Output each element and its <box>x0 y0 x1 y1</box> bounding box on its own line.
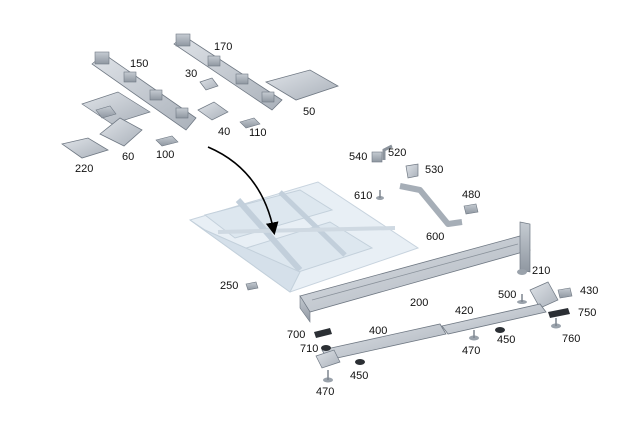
label-530: 530 <box>425 164 444 176</box>
part-470-bolt-left <box>323 370 333 383</box>
part-700-pad <box>314 328 332 338</box>
part-470-bolt-right <box>469 330 479 341</box>
label-710: 710 <box>300 343 319 355</box>
part-110-plate <box>239 117 261 129</box>
part-610-bolt <box>376 190 384 200</box>
label-430: 430 <box>580 285 599 297</box>
part-170-rail <box>173 33 283 111</box>
part-430-bracket <box>529 281 559 309</box>
label-760: 760 <box>562 333 581 345</box>
label-100: 100 <box>156 149 175 161</box>
label-500: 500 <box>498 289 517 301</box>
assembly-arrow <box>207 146 279 236</box>
part-400-end-bracket <box>315 349 341 369</box>
label-420: 420 <box>455 305 474 317</box>
part-710-grommet <box>321 345 331 351</box>
part-760-bolt <box>551 318 561 329</box>
label-450-left: 450 <box>350 370 369 382</box>
label-750: 750 <box>578 307 597 319</box>
label-540: 540 <box>349 151 368 163</box>
label-50: 50 <box>303 106 316 118</box>
part-150-rail <box>91 51 197 131</box>
part-430-clip <box>557 287 573 299</box>
part-450-grommet-right <box>495 327 505 333</box>
part-540-bracket <box>371 151 383 163</box>
label-60: 60 <box>122 151 135 163</box>
part-200-rail <box>299 221 531 323</box>
label-400: 400 <box>369 325 388 337</box>
label-450-right: 450 <box>497 334 516 346</box>
label-200: 200 <box>410 297 429 309</box>
part-100-plate <box>155 135 179 147</box>
label-470-right: 470 <box>462 345 481 357</box>
label-520: 520 <box>388 147 407 159</box>
part-420-rail <box>441 303 547 335</box>
label-30: 30 <box>185 68 198 80</box>
part-750-pad <box>548 308 570 318</box>
part-220-panel <box>61 137 109 159</box>
part-40-bracket <box>197 101 229 121</box>
part-60-panel <box>99 117 143 147</box>
label-210: 210 <box>532 265 551 277</box>
label-40: 40 <box>218 126 231 138</box>
floor-assembly <box>188 181 420 293</box>
part-480-bracket <box>463 203 479 215</box>
label-610: 610 <box>354 190 373 202</box>
label-150: 150 <box>130 58 149 70</box>
part-small-bracket <box>95 105 117 119</box>
label-170: 170 <box>214 41 233 53</box>
label-700: 700 <box>287 329 306 341</box>
part-50-panel <box>264 69 339 101</box>
label-110: 110 <box>249 127 267 139</box>
part-500-bolt <box>517 294 527 304</box>
label-480: 480 <box>462 189 481 201</box>
part-600-strut <box>399 183 463 227</box>
part-450-grommet-left <box>355 359 365 365</box>
part-30-bracket <box>199 77 219 91</box>
part-520-bracket <box>382 144 393 160</box>
label-250: 250 <box>220 280 239 292</box>
part-250-plate <box>245 281 259 291</box>
part-210-bolt <box>517 269 527 275</box>
part-530-bracket <box>405 163 419 179</box>
label-220: 220 <box>75 163 94 175</box>
label-470-left: 470 <box>316 386 335 398</box>
label-600: 600 <box>426 231 445 243</box>
